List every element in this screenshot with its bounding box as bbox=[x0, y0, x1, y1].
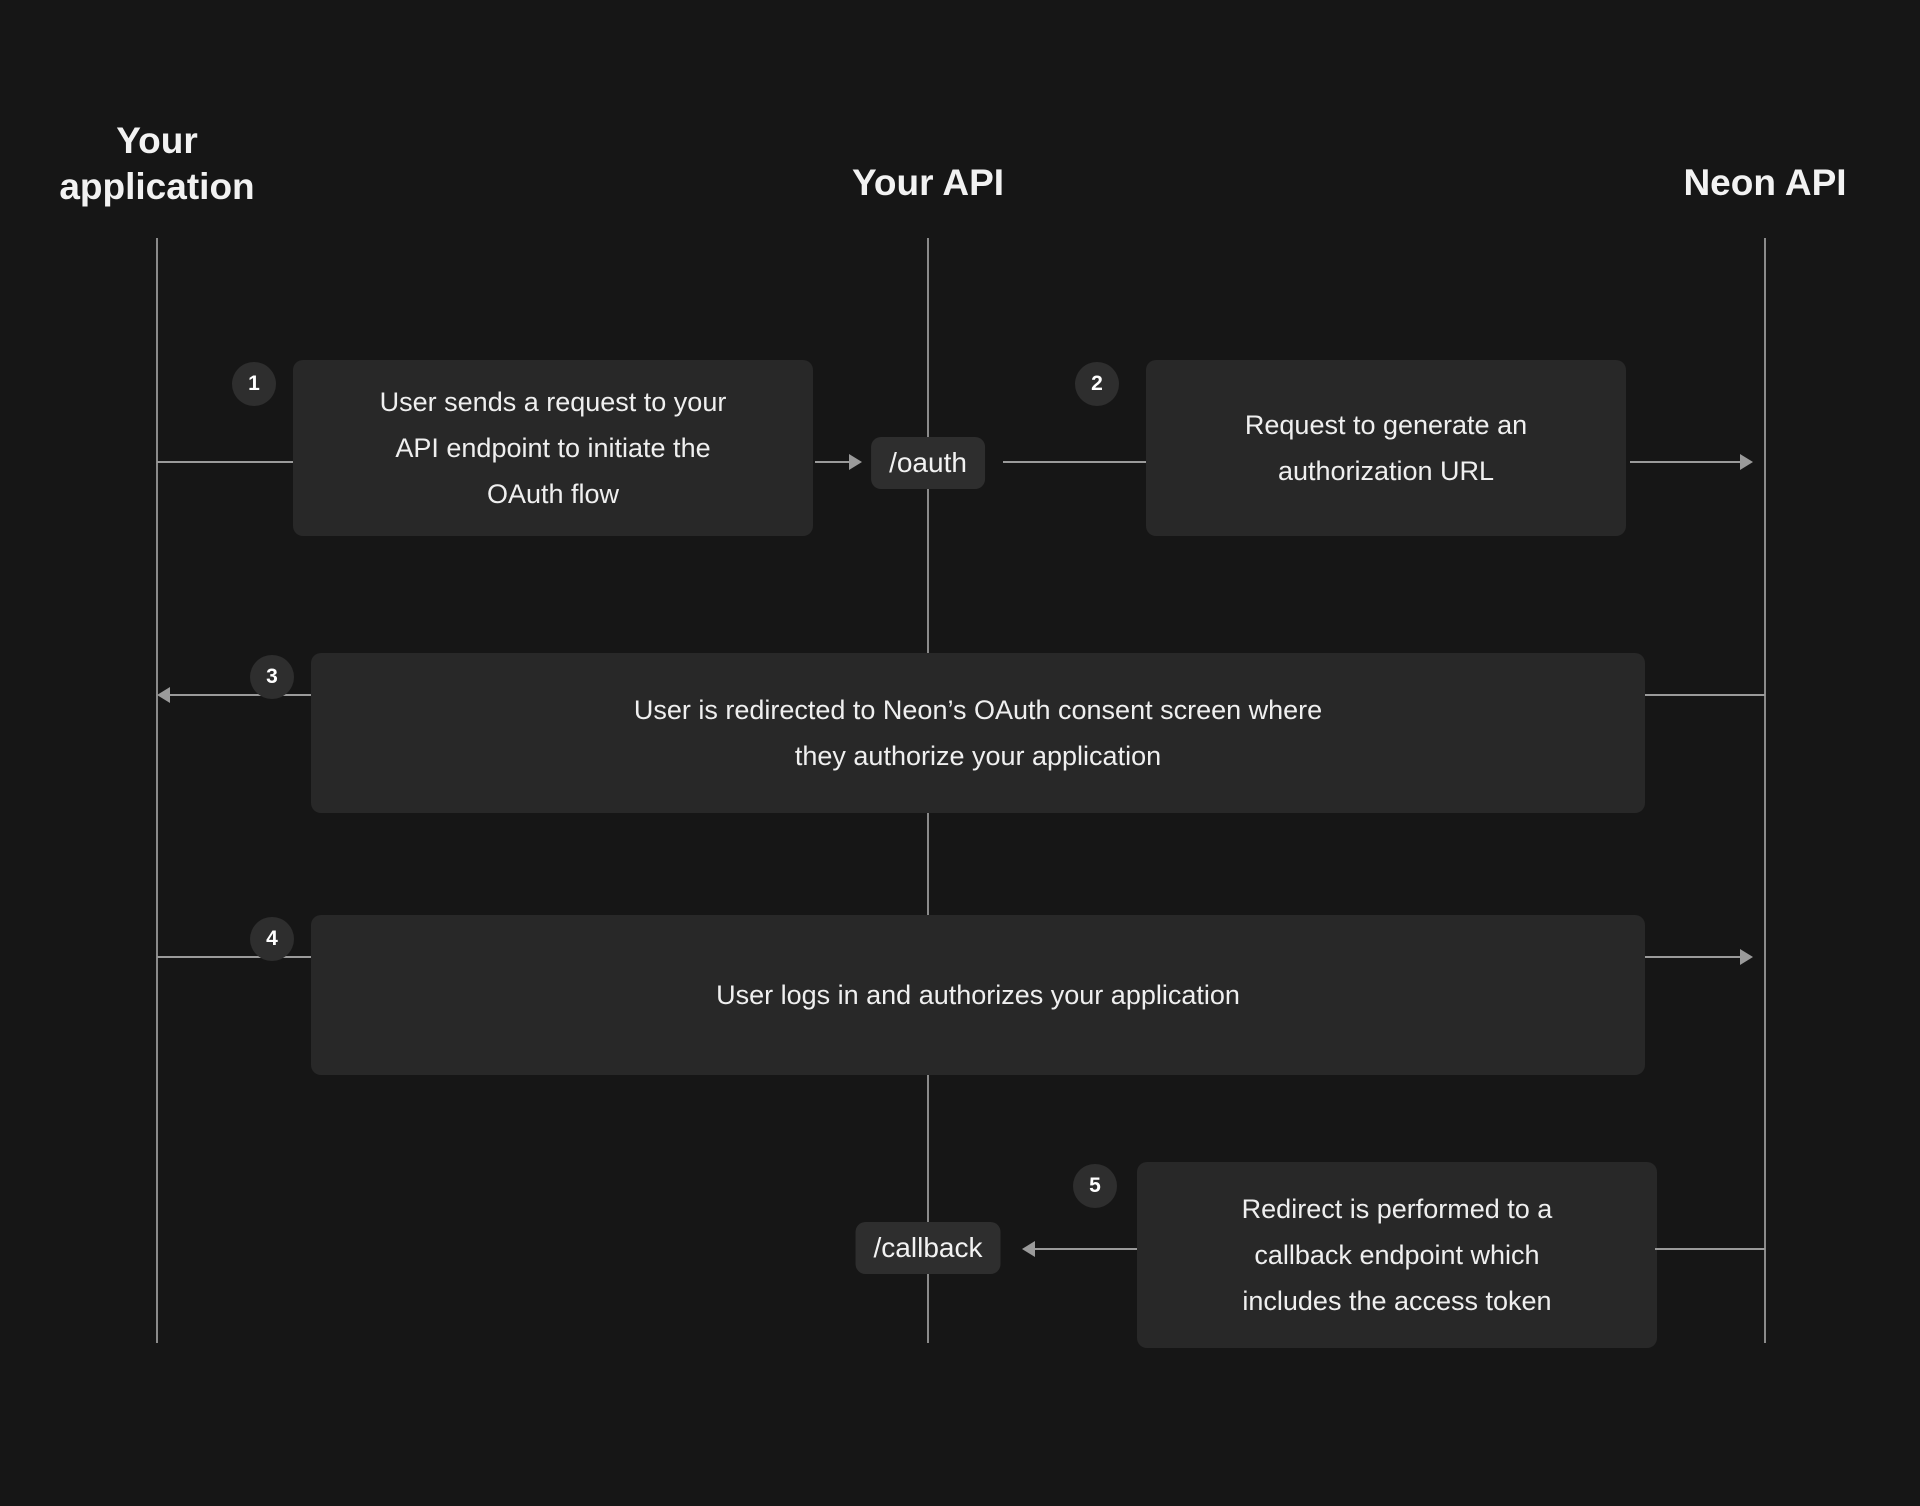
message-text-step-5: Redirect is performed to a callback endp… bbox=[1241, 1194, 1553, 1316]
step-badge-3: 3 bbox=[250, 655, 294, 699]
message-box-step-5: Redirect is performed to a callback endp… bbox=[1137, 1162, 1657, 1348]
connector-step-5-to-callback bbox=[1032, 1248, 1142, 1250]
connector-step-3-from-neon-api bbox=[1645, 694, 1765, 696]
participant-your-application-label: Your application bbox=[59, 120, 255, 207]
message-text-step-2: Request to generate an authorization URL bbox=[1244, 410, 1528, 486]
arrowhead-left-icon-step-5 bbox=[1022, 1241, 1035, 1257]
message-text-step-4: User logs in and authorizes your applica… bbox=[716, 980, 1240, 1010]
arrowhead-right-icon-step-4 bbox=[1740, 949, 1753, 965]
arrowhead-left-icon-step-3 bbox=[157, 687, 170, 703]
participant-your-api-label: Your API bbox=[851, 162, 1005, 203]
message-text-step-3: User is redirected to Neon’s OAuth conse… bbox=[633, 695, 1323, 771]
step-badge-5: 5 bbox=[1073, 1164, 1117, 1208]
message-box-step-2: Request to generate an authorization URL bbox=[1146, 360, 1626, 536]
step-badge-4: 4 bbox=[250, 917, 294, 961]
connector-step-2-to-neon-api bbox=[1630, 461, 1750, 463]
step-badge-2: 2 bbox=[1075, 362, 1119, 406]
message-box-step-3: User is redirected to Neon’s OAuth conse… bbox=[311, 653, 1645, 813]
message-box-step-1: User sends a request to your API endpoin… bbox=[293, 360, 813, 536]
endpoint-pill-oauth: /oauth bbox=[871, 437, 985, 489]
connector-step-2-from-oauth bbox=[1003, 461, 1148, 463]
endpoint-pill-callback: /callback bbox=[855, 1222, 1001, 1274]
arrowhead-right-icon-step-2 bbox=[1740, 454, 1753, 470]
lifeline-neon-api bbox=[1764, 238, 1766, 1343]
message-text-step-1: User sends a request to your API endpoin… bbox=[379, 387, 727, 509]
lifeline-your-application bbox=[156, 238, 158, 1343]
connector-step-4-from-application bbox=[157, 956, 315, 958]
arrowhead-right-icon-step-1 bbox=[849, 454, 862, 470]
connector-step-1-from-application bbox=[157, 461, 297, 463]
connector-step-5-from-neon-api bbox=[1655, 1248, 1765, 1250]
message-box-step-4: User logs in and authorizes your applica… bbox=[311, 915, 1645, 1075]
participant-neon-api-label: Neon API bbox=[1683, 162, 1847, 203]
step-badge-1: 1 bbox=[232, 362, 276, 406]
connector-step-3-to-application bbox=[168, 694, 313, 696]
connector-step-1-to-oauth bbox=[815, 461, 855, 463]
connector-step-4-to-neon-api bbox=[1645, 956, 1750, 958]
